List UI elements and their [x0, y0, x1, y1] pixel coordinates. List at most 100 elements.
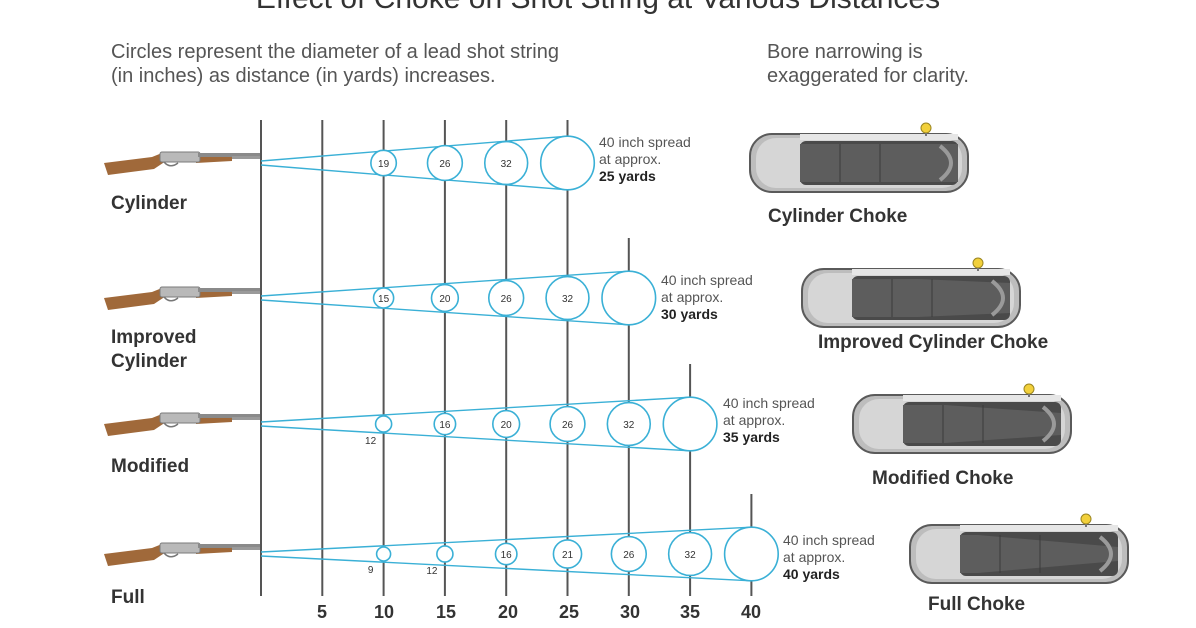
row-label-improved-cylinder: Improved Cylinder	[111, 326, 197, 374]
spread-line: 40 inch spread	[661, 272, 753, 288]
circle-diameter-label: 32	[562, 294, 574, 305]
shot-circle-10yd	[375, 546, 392, 562]
circle-diameter-label: 12	[365, 436, 377, 447]
shot-circle-10yd	[370, 149, 398, 177]
exaggeration-line-2: exaggerated for clarity.	[767, 65, 969, 87]
row-label-cylinder: Cylinder	[111, 192, 187, 216]
distance-tick-5: 5	[316, 602, 327, 622]
shot-circle-40yd	[723, 526, 780, 582]
spread-line: 40 inch spread	[783, 532, 875, 548]
shot-circle-20yd	[483, 140, 529, 186]
shot-string-upper-edge	[260, 135, 568, 162]
row-label-line: Cylinder	[111, 351, 188, 372]
shot-circle-30yd	[610, 535, 648, 573]
spread-note-full: 40 inch spread at approx. 40 yards	[783, 532, 875, 583]
circle-diameter-label: 26	[439, 159, 451, 170]
shot-circle-10yd	[372, 287, 395, 309]
shot-circle-35yd	[667, 531, 713, 577]
distance-tick-35: 35	[679, 602, 701, 622]
distance-tick-40: 40	[740, 602, 762, 622]
spread-line: at approx.	[783, 549, 846, 565]
circle-diameter-label: 20	[439, 294, 451, 305]
choke-label-improved-cylinder: Improved Cylinder Choke	[818, 332, 1049, 353]
spread-distance: 30 yards	[661, 306, 718, 322]
distance-tick-30: 30	[619, 602, 641, 622]
shot-circle-25yd	[545, 275, 590, 321]
spread-note-cylinder: 40 inch spread at approx. 25 yards	[599, 134, 691, 185]
shot-string-lower-edge	[260, 164, 568, 191]
spread-distance: 40 yards	[783, 566, 840, 582]
shot-circle-20yd	[492, 409, 521, 439]
spread-note-improved-cylinder: 40 inch spread at approx. 30 yards	[661, 272, 753, 323]
shotgun-icon	[104, 412, 260, 436]
distance-tick-25: 25	[558, 602, 580, 622]
choke-label-cylinder: Cylinder Choke	[768, 206, 908, 227]
spread-line: at approx.	[661, 289, 724, 305]
circle-diameter-label: 12	[426, 566, 438, 577]
distance-tick-20: 20	[497, 602, 519, 622]
shot-circle-15yd	[433, 412, 457, 436]
exaggeration-line-1: Bore narrowing is	[767, 41, 923, 63]
diagram-title: Effect of Choke on Shot String at Variou…	[0, 0, 1196, 16]
circle-diameter-label: 9	[368, 565, 374, 576]
circle-diameter-label: 26	[501, 294, 513, 305]
circle-diameter-label: 26	[623, 550, 635, 561]
shot-circle-25yd	[549, 405, 586, 443]
spread-line: at approx.	[599, 151, 662, 167]
shot-circle-25yd	[539, 135, 596, 191]
shot-circle-15yd	[436, 545, 454, 563]
shot-circle-30yd	[606, 401, 652, 447]
shot-string-lower-edge	[260, 555, 752, 582]
explanation-note: Circles represent the diameter of a lead…	[111, 40, 559, 88]
spread-line: 40 inch spread	[599, 134, 691, 150]
shotgun-icon	[104, 542, 260, 566]
shot-string-upper-edge	[260, 270, 629, 297]
shot-string-lower-edge	[260, 299, 629, 326]
distance-tick-10: 10	[373, 602, 395, 622]
shot-circle-20yd	[494, 542, 518, 566]
explanation-line-1: Circles represent the diameter of a lead…	[111, 41, 559, 63]
shot-string-upper-edge	[260, 396, 691, 423]
shotgun-icon	[104, 286, 260, 310]
row-label-modified: Modified	[111, 455, 189, 479]
circle-diameter-label: 19	[378, 159, 390, 170]
circle-diameter-label: 21	[562, 550, 574, 561]
shot-circle-20yd	[487, 279, 525, 317]
shot-string-upper-edge	[260, 526, 752, 553]
choke-label-modified: Modified Choke	[872, 468, 1014, 489]
spread-line: 40 inch spread	[723, 395, 815, 411]
shot-circle-15yd	[426, 144, 464, 182]
choke-barrel-cutaway-icon	[852, 383, 1072, 454]
spread-distance: 35 yards	[723, 429, 780, 445]
circle-diameter-label: 20	[501, 420, 513, 431]
row-label-full: Full	[111, 586, 145, 610]
shot-circle-25yd	[552, 539, 583, 569]
shot-circle-15yd	[430, 283, 460, 313]
spread-note-modified: 40 inch spread at approx. 35 yards	[723, 395, 815, 446]
row-label-line: Improved	[111, 327, 197, 348]
shotgun-icon	[104, 151, 260, 175]
explanation-line-2: (in inches) as distance (in yards) incre…	[111, 65, 496, 87]
choke-barrel-cutaway-icon	[909, 513, 1129, 584]
circle-diameter-label: 16	[439, 420, 451, 431]
shot-circle-35yd	[662, 396, 718, 452]
shot-circle-30yd	[601, 270, 657, 326]
row-label-line: Cylinder	[111, 193, 188, 214]
row-label-line: Full	[111, 587, 145, 608]
choke-label-full: Full Choke	[928, 594, 1026, 615]
choke-barrel-cutaway-icon	[749, 122, 969, 193]
circle-diameter-label: 32	[685, 550, 697, 561]
spread-distance: 25 yards	[599, 168, 656, 184]
circle-diameter-label: 26	[562, 420, 574, 431]
shot-string-lower-edge	[260, 425, 691, 452]
circle-diameter-label: 15	[378, 294, 390, 305]
spread-line: at approx.	[723, 412, 786, 428]
circle-diameter-label: 32	[623, 420, 635, 431]
exaggeration-note: Bore narrowing is exaggerated for clarit…	[767, 40, 969, 88]
choke-barrel-cutaway-icon	[801, 257, 1021, 328]
shot-circle-10yd	[374, 415, 393, 433]
distance-tick-15: 15	[435, 602, 457, 622]
circle-diameter-label: 32	[501, 159, 513, 170]
